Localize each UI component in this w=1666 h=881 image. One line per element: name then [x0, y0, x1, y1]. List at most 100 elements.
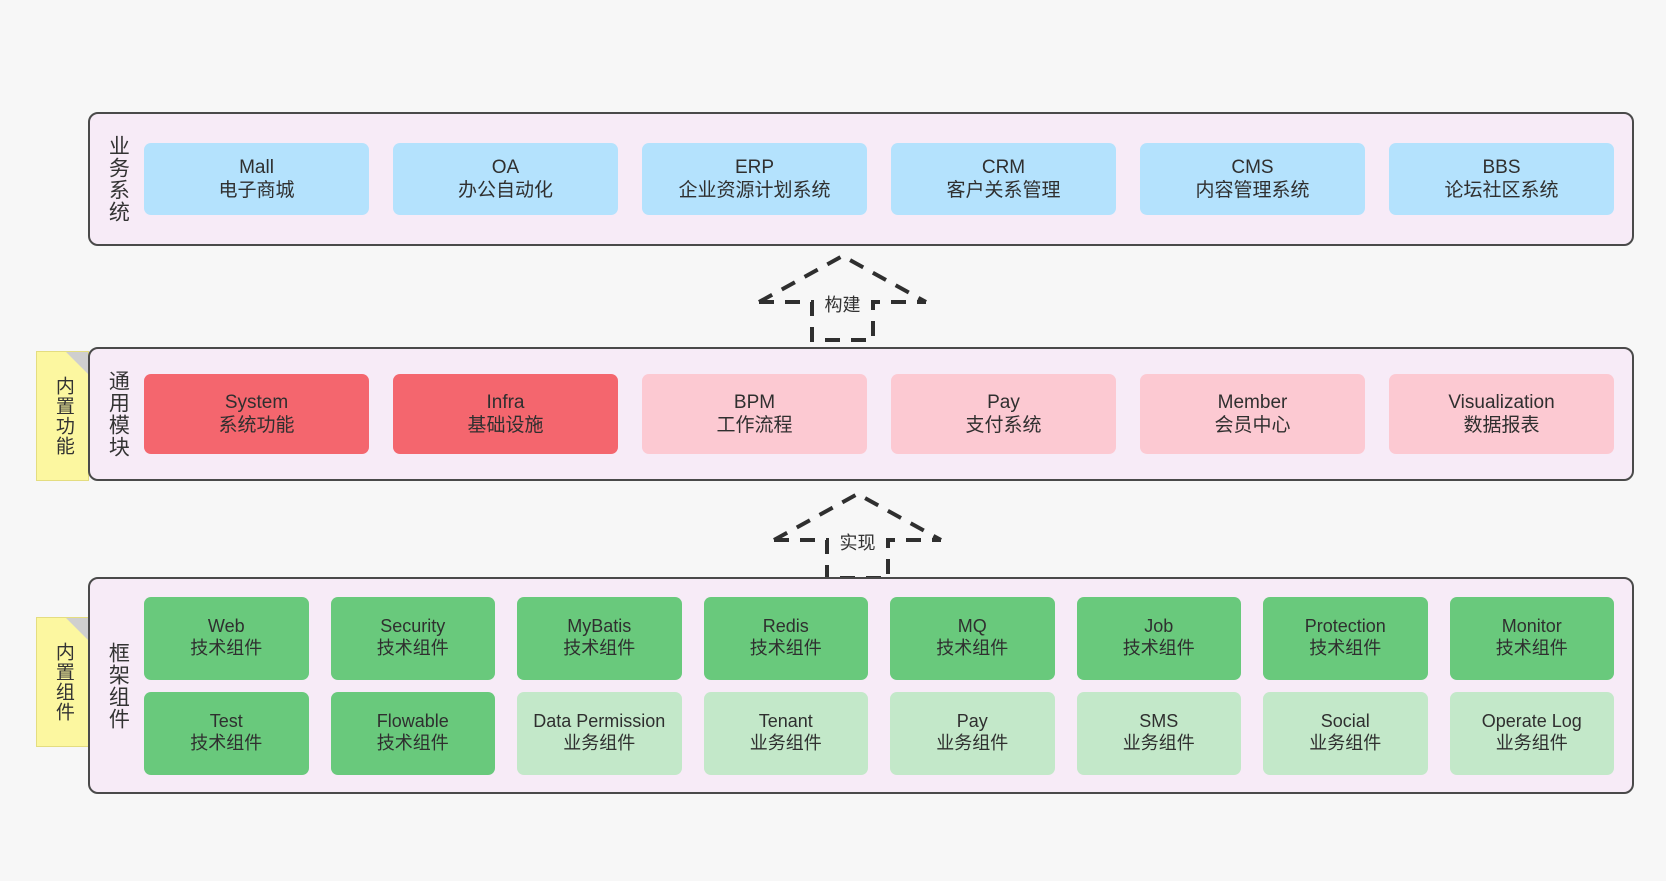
node-title-cn: 技术组件	[190, 733, 263, 753]
node-title-en: Tenant	[758, 711, 813, 732]
node-title-cn: 内容管理系统	[1195, 180, 1310, 201]
node-redis[interactable]: Redis 技术组件	[703, 596, 868, 680]
node-title-en: Flowable	[376, 711, 449, 732]
node-title-en: Operate Log	[1481, 711, 1582, 732]
node-row-tech: Web 技术组件 Security 技术组件 MyBatis 技术组件 Redi…	[144, 596, 1614, 680]
node-crm[interactable]: CRM 客户关系管理	[891, 143, 1116, 215]
arrow-label-implement: 实现	[839, 533, 876, 553]
node-title-cn: 企业资源计划系统	[678, 180, 831, 201]
node-title-en: Job	[1144, 616, 1174, 637]
node-title-en: Test	[209, 711, 243, 732]
layer-body-business: Mall 电子商城 OA 办公自动化 ERP 企业资源计划系统 CRM 客户关系…	[144, 114, 1632, 244]
node-title-en: Pay	[956, 711, 988, 732]
node-title-cn: 系统功能	[218, 415, 295, 436]
node-title-en: CMS	[1231, 156, 1274, 178]
node-web[interactable]: Web 技术组件	[144, 596, 309, 680]
node-title-en: Protection	[1304, 616, 1386, 637]
layer-business-system: 业务系统 Mall 电子商城 OA 办公自动化 ERP 企业资源计划系统 CRM…	[88, 112, 1634, 246]
node-title-en: Member	[1217, 391, 1288, 413]
node-title-cn: 基础设施	[467, 415, 544, 436]
node-title-en: Social	[1320, 711, 1370, 732]
node-title-en: Mall	[239, 156, 274, 178]
node-bbs[interactable]: BBS 论坛社区系统	[1389, 143, 1614, 215]
node-job[interactable]: Job 技术组件	[1076, 596, 1241, 680]
node-pay-component[interactable]: Pay 业务组件	[890, 691, 1055, 775]
node-title-en: Web	[207, 616, 245, 637]
node-cms[interactable]: CMS 内容管理系统	[1140, 143, 1365, 215]
arrow-implement: 实现	[770, 488, 945, 580]
node-tenant[interactable]: Tenant 业务组件	[703, 691, 868, 775]
node-row: System 系统功能 Infra 基础设施 BPM 工作流程 Pay 支付系统…	[144, 374, 1614, 454]
layer-common-module: 通用模块 System 系统功能 Infra 基础设施 BPM 工作流程 Pay…	[88, 347, 1634, 481]
node-security[interactable]: Security 技术组件	[330, 596, 495, 680]
node-title-en: Security	[380, 616, 446, 637]
node-title-cn: 业务组件	[936, 733, 1009, 753]
dashed-up-arrow-icon	[758, 253, 927, 342]
node-title-en: CRM	[981, 156, 1026, 178]
node-sms[interactable]: SMS 业务组件	[1076, 691, 1241, 775]
layer-title-business: 业务系统	[106, 135, 130, 223]
node-mybatis[interactable]: MyBatis 技术组件	[517, 596, 682, 680]
node-monitor[interactable]: Monitor 技术组件	[1449, 596, 1614, 680]
node-flowable[interactable]: Flowable 技术组件	[330, 691, 495, 775]
node-title-en: Pay	[987, 391, 1020, 413]
node-title-cn: 支付系统	[965, 415, 1042, 436]
node-test[interactable]: Test 技术组件	[144, 691, 309, 775]
node-title-cn: 技术组件	[376, 638, 449, 658]
note-label: 内置功能	[52, 376, 74, 456]
layer-title-framework: 框架组件	[106, 641, 130, 730]
node-title-cn: 技术组件	[190, 638, 263, 658]
node-row-biz: Test 技术组件 Flowable 技术组件 Data Permission …	[144, 691, 1614, 775]
node-title-cn: 会员中心	[1214, 415, 1291, 436]
node-social[interactable]: Social 业务组件	[1263, 691, 1428, 775]
node-row: Mall 电子商城 OA 办公自动化 ERP 企业资源计划系统 CRM 客户关系…	[144, 143, 1614, 215]
node-mall[interactable]: Mall 电子商城	[144, 143, 369, 215]
node-title-cn: 技术组件	[1495, 638, 1568, 658]
node-title-cn: 论坛社区系统	[1444, 180, 1559, 201]
node-title-cn: 技术组件	[1122, 638, 1195, 658]
node-title-cn: 业务组件	[1495, 733, 1568, 753]
node-data-permission[interactable]: Data Permission 业务组件	[517, 691, 682, 775]
node-erp[interactable]: ERP 企业资源计划系统	[642, 143, 867, 215]
node-operate-log[interactable]: Operate Log 业务组件	[1449, 691, 1614, 775]
node-oa[interactable]: OA 办公自动化	[393, 143, 618, 215]
node-title-en: Data Permission	[533, 711, 666, 732]
node-title-cn: 数据报表	[1463, 415, 1540, 436]
node-visualization[interactable]: Visualization 数据报表	[1389, 374, 1614, 454]
node-mq[interactable]: MQ 技术组件	[890, 596, 1055, 680]
node-title-en: SMS	[1139, 711, 1179, 732]
node-title-en: BBS	[1482, 156, 1521, 178]
node-title-en: Visualization	[1448, 391, 1555, 413]
node-pay-module[interactable]: Pay 支付系统	[891, 374, 1116, 454]
arrow-build: 构建	[755, 250, 930, 342]
node-title-en: OA	[491, 156, 520, 178]
node-title-en: MQ	[957, 616, 987, 637]
note-label: 内置组件	[52, 642, 74, 722]
node-title-en: Infra	[486, 391, 525, 413]
node-title-cn: 工作流程	[716, 415, 793, 436]
node-title-cn: 技术组件	[1309, 638, 1382, 658]
node-title-cn: 业务组件	[563, 733, 636, 753]
node-title-cn: 办公自动化	[457, 180, 553, 201]
node-title-en: ERP	[734, 156, 775, 178]
node-title-cn: 技术组件	[376, 733, 449, 753]
node-title-cn: 电子商城	[218, 180, 295, 201]
node-protection[interactable]: Protection 技术组件	[1263, 596, 1428, 680]
node-system[interactable]: System 系统功能	[144, 374, 369, 454]
node-title-en: System	[224, 391, 289, 413]
layer-body-common: System 系统功能 Infra 基础设施 BPM 工作流程 Pay 支付系统…	[144, 349, 1632, 479]
node-title-cn: 客户关系管理	[946, 180, 1061, 201]
note-builtin-component: 内置组件	[36, 617, 89, 747]
node-title-cn: 业务组件	[749, 733, 822, 753]
node-bpm[interactable]: BPM 工作流程	[642, 374, 867, 454]
dashed-up-arrow-icon	[773, 491, 942, 580]
node-title-cn: 技术组件	[749, 638, 822, 658]
node-title-en: BPM	[733, 391, 776, 413]
node-infra[interactable]: Infra 基础设施	[393, 374, 618, 454]
node-title-cn: 业务组件	[1122, 733, 1195, 753]
note-builtin-function: 内置功能	[36, 351, 89, 481]
node-title-en: Redis	[762, 616, 809, 637]
node-title-cn: 技术组件	[563, 638, 636, 658]
node-member[interactable]: Member 会员中心	[1140, 374, 1365, 454]
